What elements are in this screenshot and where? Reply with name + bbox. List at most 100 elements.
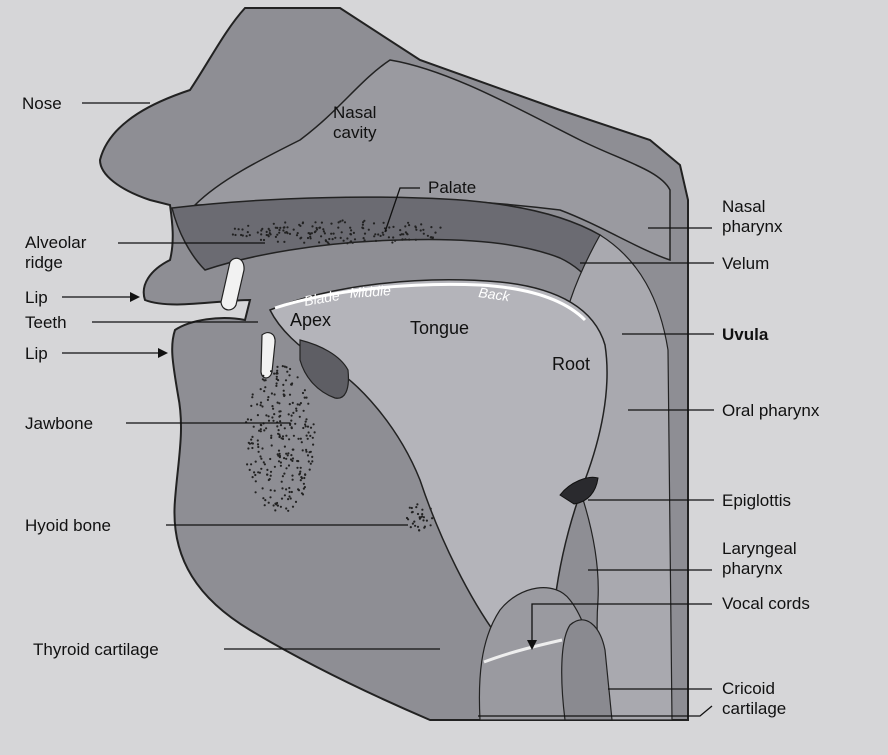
stipple-dot	[270, 489, 272, 491]
stipple-dot	[295, 408, 297, 410]
stipple-dot	[257, 439, 259, 441]
label-middle: Middle	[349, 282, 391, 301]
stipple-dot	[328, 238, 330, 240]
stipple-dot	[260, 424, 262, 426]
label-cricoid-cartilage-line1: Cricoid	[722, 679, 775, 698]
stipple-dot	[392, 236, 394, 238]
stipple-dot	[279, 453, 281, 455]
stipple-dot	[290, 497, 292, 499]
stipple-dot	[430, 226, 432, 228]
stipple-dot	[278, 450, 280, 452]
stipple-dot	[311, 232, 313, 234]
stipple-dot	[285, 435, 287, 437]
stipple-dot	[271, 444, 273, 446]
stipple-dot	[373, 222, 375, 224]
stipple-dot	[276, 425, 278, 427]
label-jawbone: Jawbone	[25, 414, 93, 433]
stipple-dot	[253, 426, 255, 428]
stipple-dot	[364, 233, 366, 235]
stipple-dot	[339, 220, 341, 222]
stipple-dot	[321, 222, 323, 224]
stipple-dot	[261, 447, 263, 449]
stipple-dot	[289, 403, 291, 405]
stipple-dot	[266, 474, 268, 476]
stipple-dot	[246, 235, 248, 237]
stipple-dot	[392, 226, 394, 228]
label-laryngeal-pharynx-line2: pharynx	[722, 559, 783, 578]
stipple-dot	[382, 232, 384, 234]
stipple-dot	[276, 370, 278, 372]
stipple-dot	[252, 442, 254, 444]
label-nasal-pharynx-line2: pharynx	[722, 217, 783, 236]
stipple-dot	[302, 221, 304, 223]
stipple-dot	[415, 506, 417, 508]
stipple-dot	[285, 379, 287, 381]
stipple-dot	[309, 236, 311, 238]
stipple-dot	[285, 488, 287, 490]
stipple-dot	[275, 236, 277, 238]
stipple-dot	[290, 458, 292, 460]
stipple-dot	[267, 234, 269, 236]
stipple-dot	[349, 233, 351, 235]
stipple-dot	[323, 230, 325, 232]
stipple-dot	[257, 446, 259, 448]
stipple-dot	[333, 233, 335, 235]
stipple-dot	[249, 443, 251, 445]
stipple-dot	[276, 502, 278, 504]
stipple-dot	[285, 467, 287, 469]
stipple-dot	[276, 234, 278, 236]
stipple-dot	[260, 233, 262, 235]
stipple-dot	[246, 463, 248, 465]
stipple-dot	[346, 242, 348, 244]
stipple-dot	[269, 478, 271, 480]
stipple-dot	[324, 232, 326, 234]
stipple-dot	[282, 365, 284, 367]
stipple-dot	[412, 523, 414, 525]
stipple-dot	[415, 226, 417, 228]
stipple-dot	[301, 441, 303, 443]
stipple-dot	[297, 403, 299, 405]
stipple-dot	[264, 386, 266, 388]
stipple-dot	[252, 393, 254, 395]
stipple-dot	[352, 242, 354, 244]
stipple-dot	[407, 222, 409, 224]
stipple-dot	[276, 366, 278, 368]
stipple-dot	[315, 230, 317, 232]
stipple-dot	[363, 237, 365, 239]
stipple-dot	[309, 469, 311, 471]
stipple-dot	[281, 437, 283, 439]
stipple-dot	[280, 461, 282, 463]
stipple-dot	[430, 236, 432, 238]
stipple-dot	[256, 403, 258, 405]
stipple-dot	[354, 238, 356, 240]
stipple-dot	[273, 413, 275, 415]
stipple-dot	[281, 481, 283, 483]
stipple-dot	[289, 491, 291, 493]
stipple-dot	[284, 221, 286, 223]
stipple-dot	[288, 374, 290, 376]
stipple-dot	[274, 393, 276, 395]
stipple-dot	[313, 423, 315, 425]
stipple-dot	[260, 388, 262, 390]
stipple-dot	[273, 504, 275, 506]
label-tongue: Tongue	[410, 318, 469, 338]
stipple-dot	[267, 399, 269, 401]
stipple-dot	[293, 435, 295, 437]
stipple-dot	[280, 465, 282, 467]
stipple-dot	[304, 474, 306, 476]
stipple-dot	[414, 525, 416, 527]
label-vocal-cords: Vocal cords	[722, 594, 810, 613]
stipple-dot	[383, 222, 385, 224]
stipple-dot	[271, 416, 273, 418]
stipple-dot	[288, 495, 290, 497]
stipple-dot	[332, 238, 334, 240]
stipple-dot	[305, 418, 307, 420]
stipple-dot	[373, 235, 375, 237]
stipple-dot	[260, 428, 262, 430]
stipple-dot	[305, 425, 307, 427]
stipple-dot	[283, 390, 285, 392]
stipple-dot	[312, 437, 314, 439]
stipple-dot	[302, 493, 304, 495]
stipple-dot	[303, 410, 305, 412]
stipple-dot	[415, 239, 417, 241]
